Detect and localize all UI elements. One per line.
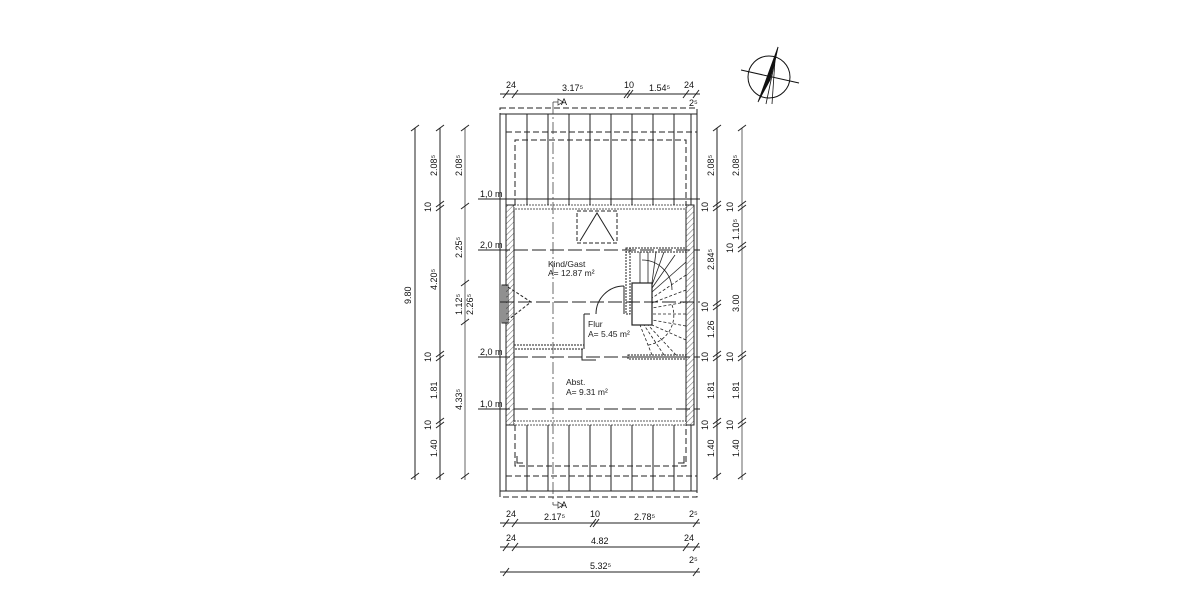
dim-left-3-5: 4.33⁵ bbox=[454, 388, 464, 410]
dim-left-2-4: 10 bbox=[423, 352, 433, 362]
door-swing bbox=[595, 285, 625, 315]
dim-right-1-7: 1.81 bbox=[706, 381, 716, 399]
dim-bottom-row3-1: 5.32⁵ bbox=[590, 561, 612, 571]
north-arrow-icon bbox=[740, 46, 800, 105]
dim-top-small: 2⁵ bbox=[689, 98, 698, 108]
dim-chain-right bbox=[712, 124, 747, 480]
room-name-flur: Flur bbox=[588, 319, 603, 329]
level-label-4: 1,0 m bbox=[480, 399, 503, 409]
dim-left-2-5: 1.81 bbox=[429, 381, 439, 399]
dim-bottom-row2-1: 24 bbox=[506, 533, 516, 543]
roof-overhang-dashed-top bbox=[500, 131, 697, 205]
dim-right-2-9: 1.40 bbox=[731, 439, 741, 457]
dim-right-1-5: 1.26 bbox=[706, 320, 716, 338]
dim-right-1-1: 2.08⁵ bbox=[706, 154, 716, 176]
dim-chain-top bbox=[500, 89, 700, 99]
dim-top-1: 24 bbox=[506, 80, 516, 90]
level-label-3: 2,0 m bbox=[480, 347, 503, 357]
dim-left-3-4: 2.26⁵ bbox=[465, 293, 475, 315]
dim-bottom-1: 24 bbox=[506, 509, 516, 519]
dim-right-2-1: 2.08⁵ bbox=[731, 154, 741, 176]
roof-overhang-dashed-bottom bbox=[506, 425, 697, 477]
dim-right-2-5: 3.00 bbox=[731, 294, 741, 312]
section-label-top: A bbox=[561, 97, 567, 107]
dim-bottom-3: 10 bbox=[590, 509, 600, 519]
dim-left-2-1: 2.08⁵ bbox=[429, 154, 439, 176]
dim-bottom-row2-2: 4.82 bbox=[591, 536, 609, 546]
level-lines bbox=[478, 198, 700, 410]
interior-walls bbox=[513, 247, 687, 361]
skylight bbox=[576, 210, 618, 244]
room-area-flur: A= 5.45 m² bbox=[588, 329, 630, 339]
dim-right-2-3: 1.10⁵ bbox=[731, 218, 741, 240]
dim-chain-left bbox=[410, 124, 470, 480]
dim-left-3-1: 2.08⁵ bbox=[454, 154, 464, 176]
dim-left-2-3: 4.20⁵ bbox=[429, 268, 439, 290]
dim-right-2-8: 10 bbox=[725, 420, 735, 430]
exterior-walls bbox=[505, 204, 695, 426]
dim-right-2-7: 1.81 bbox=[731, 381, 741, 399]
dim-left-3-3: 1.12⁵ bbox=[454, 293, 464, 315]
dim-right-2-4: 10 bbox=[725, 243, 735, 253]
dim-right-1-6: 10 bbox=[700, 352, 710, 362]
room-name-abst: Abst. bbox=[566, 377, 585, 387]
staircase bbox=[631, 251, 687, 356]
room-name-kind-gast: Kind/Gast bbox=[548, 259, 586, 269]
dim-left-2-7: 1.40 bbox=[429, 439, 439, 457]
dim-bottom-4: 2.78⁵ bbox=[634, 512, 656, 522]
dim-right-1-8: 10 bbox=[700, 420, 710, 430]
room-area-kind-gast: A= 12.87 m² bbox=[548, 268, 595, 278]
dim-bottom-row2-3: 24 bbox=[684, 533, 694, 543]
dim-right-1-4: 10 bbox=[700, 302, 710, 312]
dim-right-1-9: 1.40 bbox=[706, 439, 716, 457]
dim-right-1-3: 2.84⁵ bbox=[706, 248, 716, 270]
dim-bottom-2: 2.17⁵ bbox=[544, 512, 566, 522]
dim-bottom-row3-2: 2⁵ bbox=[689, 555, 698, 565]
section-line-a bbox=[552, 98, 564, 509]
dim-right-2-2: 10 bbox=[725, 202, 735, 212]
dim-top-3: 10 bbox=[624, 80, 634, 90]
section-label-bottom: A bbox=[561, 500, 567, 510]
dim-left-3-2: 2.25⁵ bbox=[454, 236, 464, 258]
roof-rafters-top bbox=[505, 114, 692, 205]
dim-chain-bottom bbox=[500, 518, 700, 577]
dim-left-2-6: 10 bbox=[423, 420, 433, 430]
room-area-abst: A= 9.31 m² bbox=[566, 387, 608, 397]
level-labels bbox=[478, 198, 500, 410]
dim-left-total: 9.80 bbox=[403, 286, 413, 304]
level-label-2: 2,0 m bbox=[480, 240, 503, 250]
level-label-1: 1,0 m bbox=[480, 189, 503, 199]
dim-top-4: 1.54⁵ bbox=[649, 83, 671, 93]
dim-top-2: 3.17⁵ bbox=[562, 83, 584, 93]
dim-right-2-6: 10 bbox=[725, 352, 735, 362]
roof-rafters-bottom bbox=[505, 425, 692, 491]
dim-left-2-2: 10 bbox=[423, 202, 433, 212]
dim-right-1-2: 10 bbox=[700, 202, 710, 212]
dim-top-5: 24 bbox=[684, 80, 694, 90]
roof-hooks-bottom bbox=[516, 456, 685, 464]
dim-bottom-5: 2⁵ bbox=[689, 509, 698, 519]
